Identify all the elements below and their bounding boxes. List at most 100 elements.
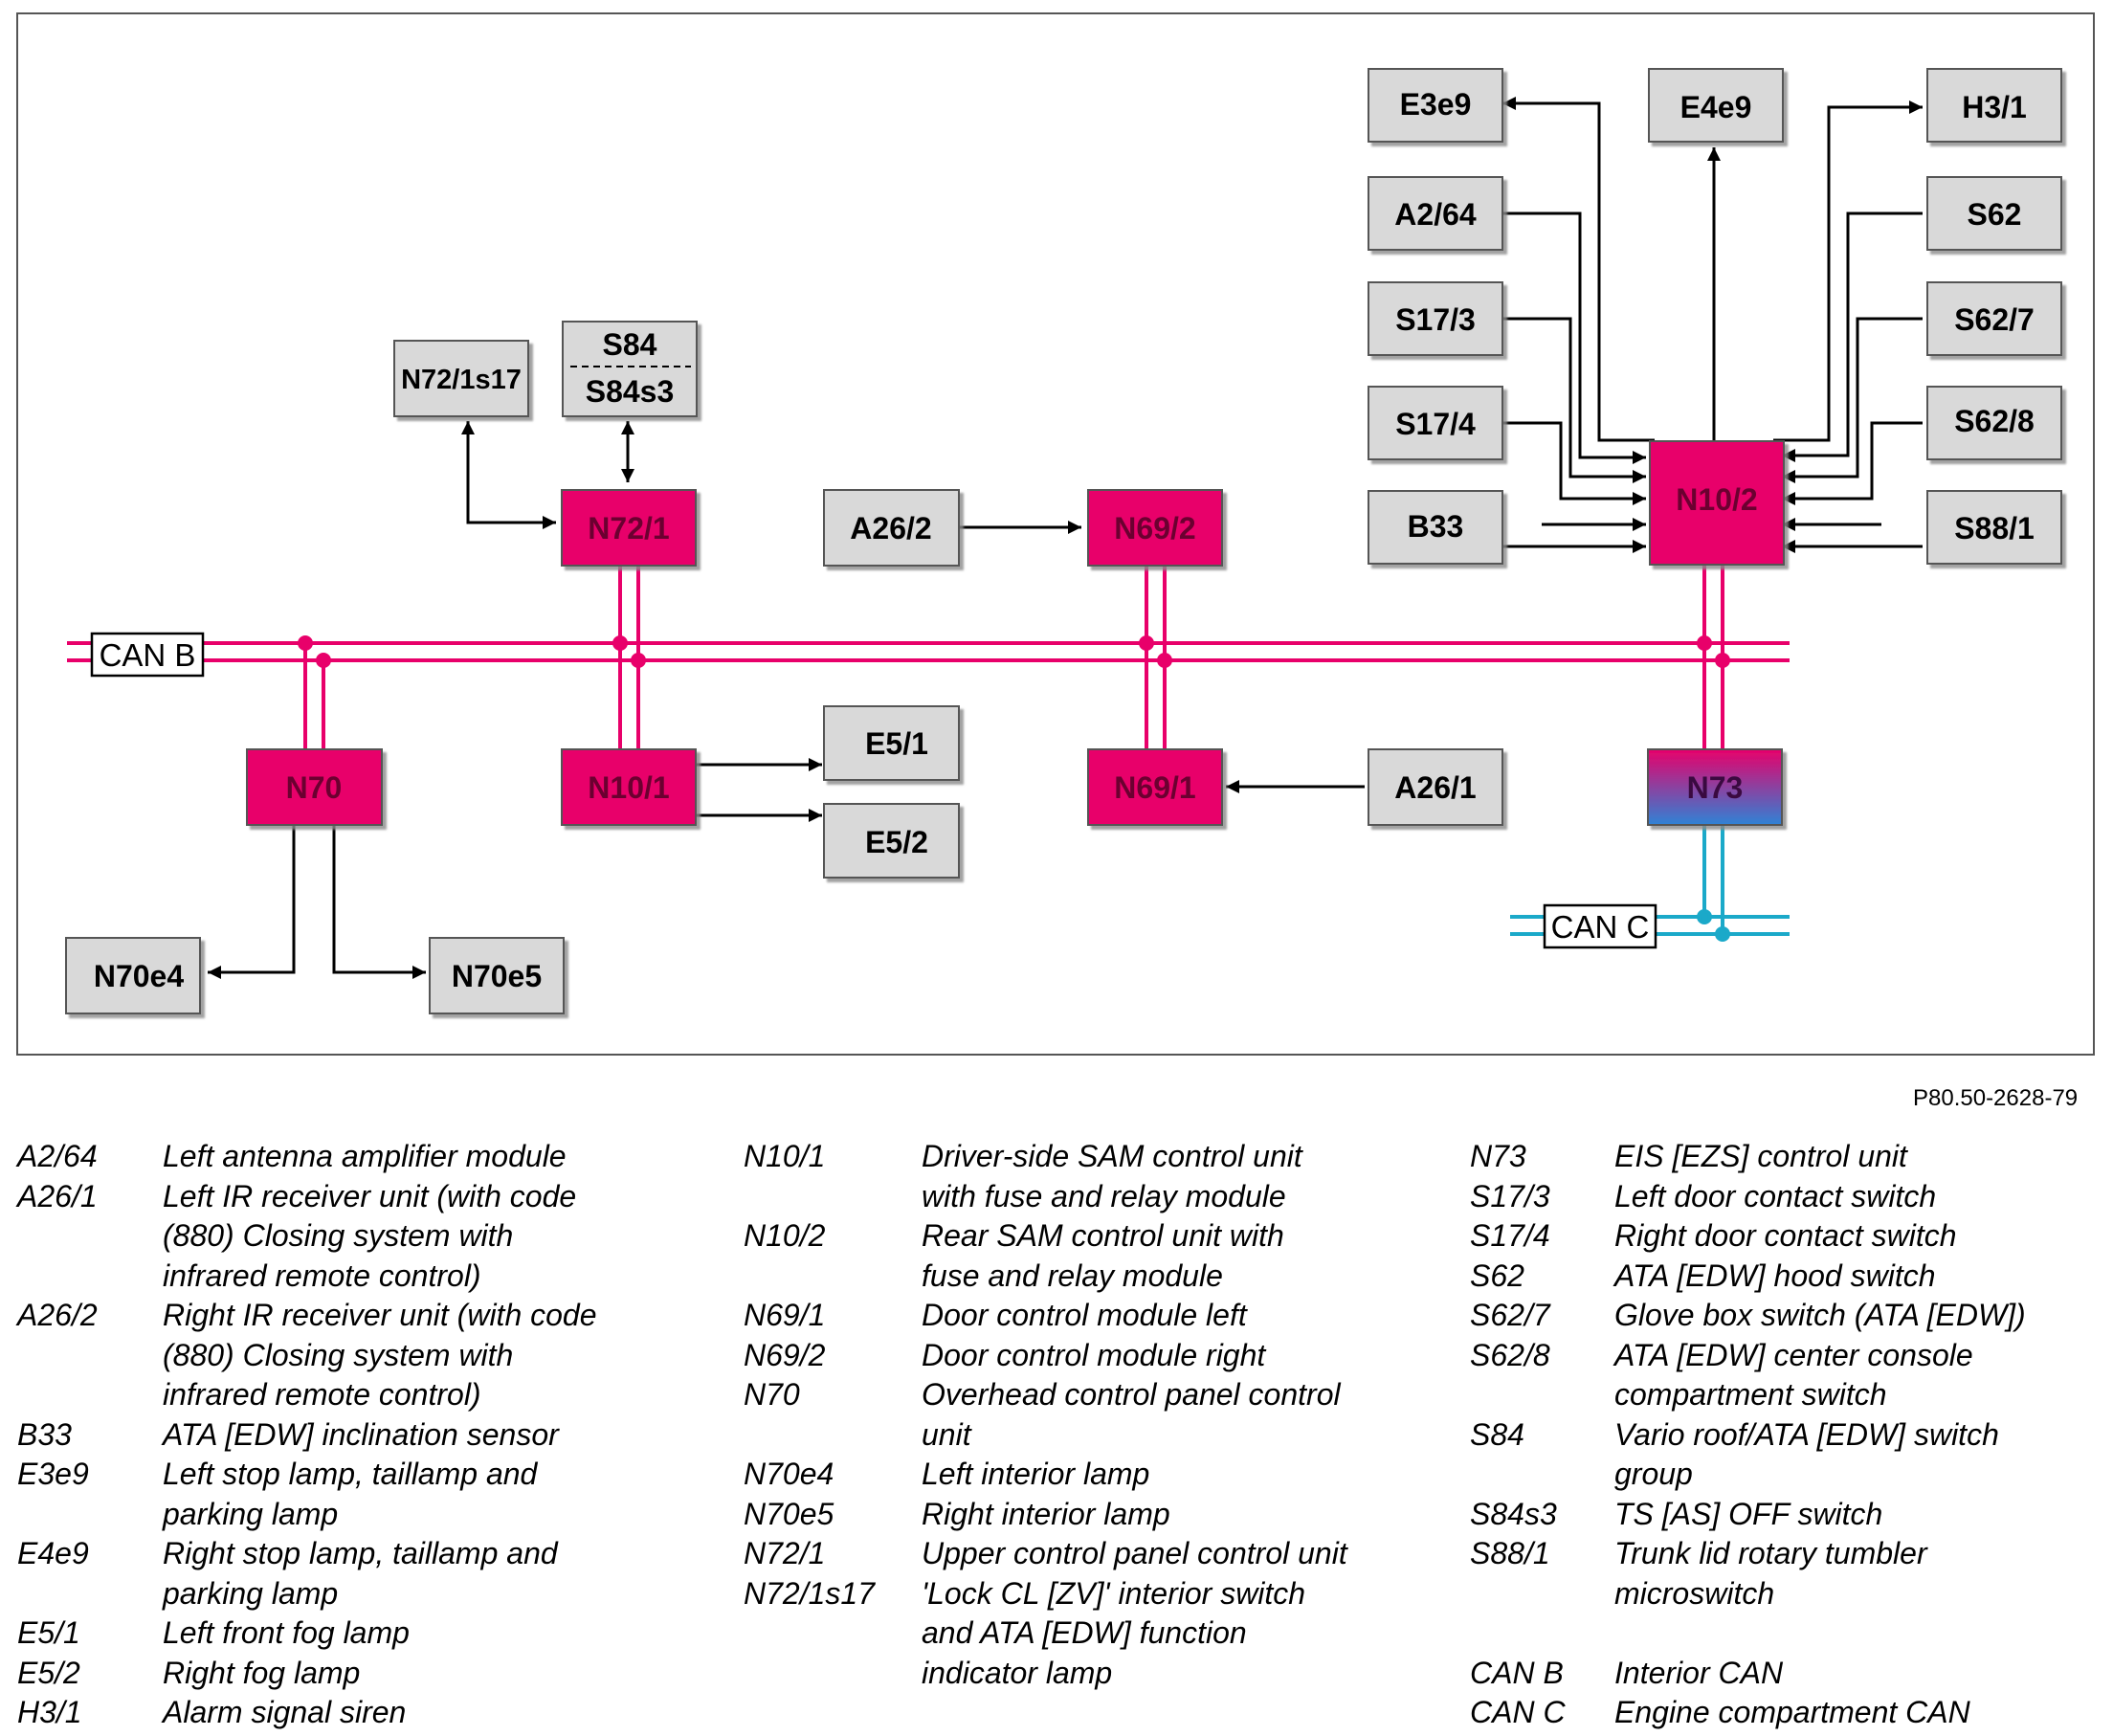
block-s88-1-label: S88/1 bbox=[1954, 511, 2035, 545]
block-h3-1: H3/1 bbox=[1926, 68, 2062, 143]
block-e5-1: E5/1 bbox=[823, 705, 960, 781]
block-s17-3: S17/3 bbox=[1368, 281, 1503, 356]
legend-code: S62/7 bbox=[1470, 1298, 1550, 1332]
block-s62-8: S62/8 bbox=[1926, 386, 2062, 460]
block-s17-3-label: S17/3 bbox=[1395, 302, 1476, 337]
legend-description: ATA [EDW] hood switch bbox=[1614, 1257, 2109, 1297]
legend-entry: N73 EIS [EZS] control unit bbox=[1470, 1137, 2109, 1177]
legend-code: N72/1 bbox=[744, 1536, 826, 1570]
legend-description: Interior CAN bbox=[1614, 1654, 2109, 1694]
legend-description: TS [AS] OFF switch bbox=[1614, 1495, 2109, 1535]
legend-description-line: Right fog lamp bbox=[163, 1655, 361, 1690]
legend-code: N73 bbox=[1470, 1139, 1526, 1173]
block-n10-1: N10/1 bbox=[561, 748, 697, 826]
legend-description: Right interior lamp bbox=[922, 1495, 1433, 1535]
conn-s17-4-to-n10-2 bbox=[1502, 421, 1646, 505]
legend-code: N69/1 bbox=[744, 1298, 826, 1332]
block-e5-1-label: E5/1 bbox=[865, 726, 928, 761]
legend-description-line: Engine compartment CAN bbox=[1614, 1695, 1970, 1729]
legend-description-line: Left antenna amplifier module bbox=[163, 1139, 567, 1173]
block-e4e9: E4e9 bbox=[1648, 68, 1784, 143]
legend-code: E3e9 bbox=[17, 1457, 89, 1491]
block-s88-1: S88/1 bbox=[1926, 490, 2062, 565]
block-n69-1: N69/1 bbox=[1087, 748, 1223, 826]
legend-description-line: parking lamp bbox=[163, 1496, 339, 1531]
legend-description-line: EIS [EZS] control unit bbox=[1614, 1139, 1907, 1173]
legend-code: N70e5 bbox=[744, 1496, 834, 1531]
block-s62-7-label: S62/7 bbox=[1954, 302, 2035, 337]
block-a2-64: A2/64 bbox=[1368, 176, 1503, 251]
legend-description-line: infrared remote control) bbox=[163, 1377, 481, 1412]
block-s62-7: S62/7 bbox=[1926, 281, 2062, 356]
legend-code: H3/1 bbox=[17, 1695, 82, 1729]
conn-s17-3-to-n10-2 bbox=[1502, 317, 1646, 483]
legend-description-line: (880) Closing system with bbox=[163, 1218, 514, 1253]
block-n73-label: N73 bbox=[1687, 770, 1744, 805]
block-s62-8-label: S62/8 bbox=[1954, 404, 2035, 438]
legend-code: N10/1 bbox=[744, 1139, 826, 1173]
can-b-bus bbox=[67, 566, 1790, 748]
can-b-label: CAN B bbox=[100, 637, 196, 673]
conn-n10-2-to-e3e9 bbox=[1502, 97, 1655, 442]
legend-description-line: Upper control panel control unit bbox=[922, 1536, 1347, 1570]
can-b-label-box: CAN B bbox=[90, 632, 205, 678]
block-n70e4: N70e4 bbox=[65, 937, 201, 1014]
legend-description-line: Door control module right bbox=[922, 1337, 1266, 1372]
legend-description: ATA [EDW] inclination sensor bbox=[163, 1415, 716, 1456]
block-n70e5: N70e5 bbox=[429, 937, 565, 1014]
legend-description-line: TS [AS] OFF switch bbox=[1614, 1496, 1883, 1531]
legend-description-line: Vario roof/ATA [EDW] switch bbox=[1614, 1416, 1999, 1452]
legend-description-line: Driver-side SAM control unit bbox=[922, 1139, 1302, 1173]
conn-n70-to-n70e4 bbox=[208, 825, 296, 979]
legend-description-line: and ATA [EDW] function bbox=[922, 1615, 1247, 1650]
block-n73: N73 bbox=[1647, 748, 1783, 826]
block-a2-64-label: A2/64 bbox=[1394, 197, 1477, 232]
block-n72-1s17-label: N72/1s17 bbox=[401, 365, 522, 395]
block-s84-s84s3: S84 S84s3 bbox=[562, 321, 698, 417]
block-s84-label: S84 bbox=[603, 327, 657, 362]
block-b33: B33 bbox=[1368, 490, 1503, 565]
legend-description-line: Left front fog lamp bbox=[163, 1615, 410, 1650]
block-s84s3-label: S84s3 bbox=[586, 374, 675, 409]
legend-entry: S62/7 Glove box switch (ATA [EDW]) bbox=[1470, 1296, 2109, 1336]
wiring-diagram: CAN B CAN C E3e9 E4e9 H3/1 A2/64 S62 S17… bbox=[16, 12, 2095, 1056]
legend-description-line: Right door contact switch bbox=[1614, 1218, 1957, 1253]
legend-code: N10/2 bbox=[744, 1218, 826, 1253]
conn-n72-1-n72-1s17 bbox=[461, 421, 556, 529]
legend-description-line: Left door contact switch bbox=[1614, 1178, 1937, 1213]
legend-code: S84 bbox=[1470, 1416, 1524, 1452]
legend-description-line: Rear SAM control unit with bbox=[922, 1218, 1284, 1253]
legend-description-line: indicator lamp bbox=[922, 1655, 1113, 1690]
legend-description: Right door contact switch bbox=[1614, 1216, 2109, 1257]
legend-code: N69/2 bbox=[744, 1337, 826, 1372]
block-e3e9-label: E3e9 bbox=[1400, 87, 1472, 122]
block-e4e9-label: E4e9 bbox=[1680, 90, 1752, 124]
conn-n10-2-to-h3-1 bbox=[1773, 100, 1923, 442]
block-n69-2-label: N69/2 bbox=[1114, 511, 1195, 545]
block-n69-2: N69/2 bbox=[1087, 489, 1223, 567]
legend-code: E4e9 bbox=[17, 1536, 89, 1570]
block-n70-label: N70 bbox=[286, 770, 343, 805]
legend-description: Glove box switch (ATA [EDW]) bbox=[1614, 1296, 2109, 1336]
legend-code: A26/2 bbox=[17, 1298, 98, 1332]
block-e3e9: E3e9 bbox=[1368, 68, 1503, 143]
legend-code: S17/3 bbox=[1470, 1178, 1550, 1213]
legend-description: Left IR receiver unit (with code(880) Cl… bbox=[163, 1177, 716, 1297]
legend-description: Right IR receiver unit (with code(880) C… bbox=[163, 1296, 716, 1415]
